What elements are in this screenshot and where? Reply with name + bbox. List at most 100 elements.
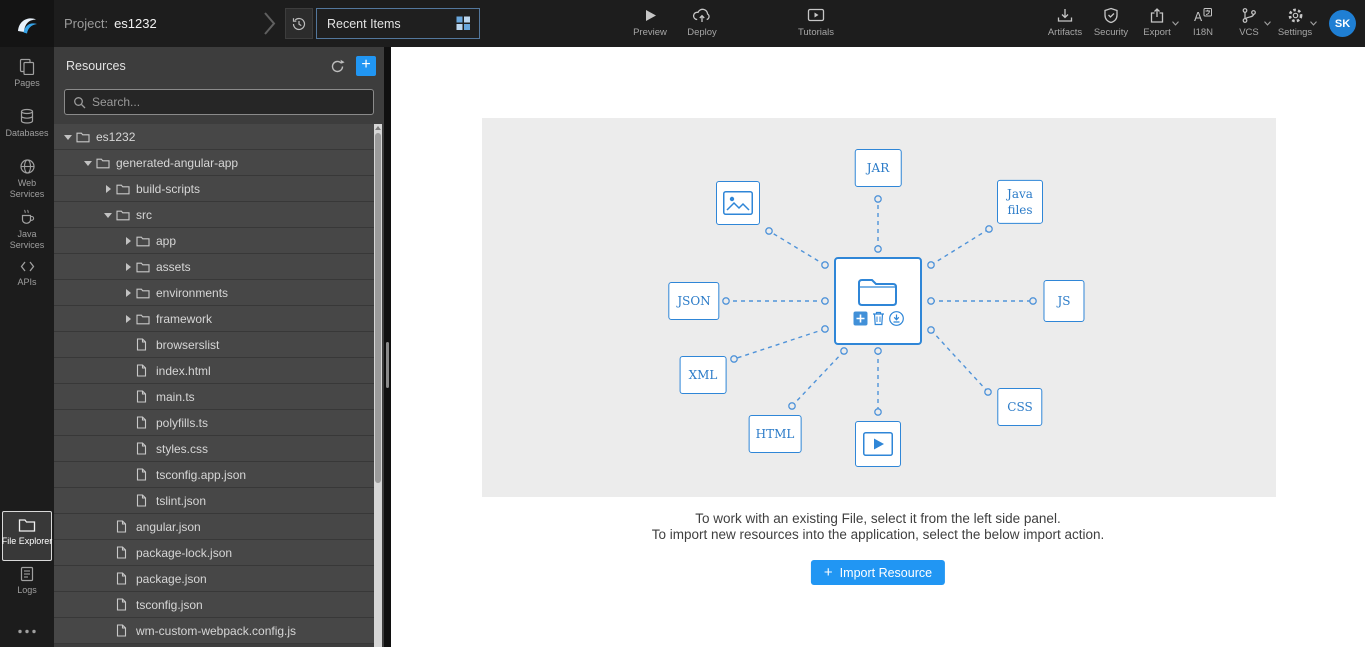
tree-item-label: main.ts — [156, 389, 195, 404]
tree-row[interactable]: package-lock.json — [54, 540, 374, 566]
tree-row[interactable]: framework — [54, 306, 374, 332]
vcs-button[interactable]: VCS — [1226, 0, 1272, 47]
expand-arrow-icon[interactable] — [122, 280, 136, 306]
resources-panel: Resources + es1232generated-angular-appb… — [54, 47, 384, 647]
top-bar: Project: es1232 Recent Items P — [0, 0, 1365, 47]
divider-grip[interactable] — [386, 342, 389, 388]
expand-arrow-icon[interactable] — [122, 306, 136, 332]
tree-item-label: assets — [156, 259, 191, 274]
tree-row[interactable]: tslint.json — [54, 488, 374, 514]
tree-row[interactable]: package.json — [54, 566, 374, 592]
artifacts-button[interactable]: Artifacts — [1042, 0, 1088, 47]
recent-history-button[interactable] — [285, 8, 313, 39]
grid-view-icon[interactable] — [456, 16, 471, 31]
tutorials-button[interactable]: Tutorials — [790, 0, 842, 47]
tree-row[interactable]: tsconfig.json — [54, 592, 374, 618]
settings-button[interactable]: Settings — [1272, 0, 1318, 47]
project-expand-chevron-icon[interactable] — [263, 11, 276, 41]
collapse-arrow-icon[interactable] — [102, 202, 116, 228]
i18n-label: I18N — [1192, 27, 1214, 38]
vcs-caret-icon[interactable] — [1264, 13, 1271, 31]
panel-resize-divider[interactable] — [384, 47, 391, 647]
expand-arrow-icon[interactable] — [102, 176, 116, 202]
tree-row[interactable]: generated-angular-app — [54, 150, 374, 176]
expand-arrow-icon[interactable] — [122, 228, 136, 254]
tree-row[interactable]: environments — [54, 280, 374, 306]
cloud-upload-icon — [692, 8, 710, 22]
sidebar-item-web-services[interactable]: Web Services — [0, 153, 54, 204]
folder-icon — [136, 287, 153, 299]
file-icon — [116, 520, 133, 533]
tree-row[interactable]: wm-custom-webpack.config.js — [54, 618, 374, 644]
sidebar-item-logs[interactable]: Logs — [0, 561, 54, 611]
translate-icon: A — [1194, 8, 1212, 24]
svg-text:A: A — [1194, 10, 1203, 24]
export-icon — [1150, 8, 1164, 23]
instructions: To work with an existing File, select it… — [391, 511, 1365, 543]
export-caret-icon[interactable] — [1172, 13, 1179, 31]
more-options-button[interactable] — [17, 621, 37, 639]
settings-caret-icon[interactable] — [1310, 13, 1317, 31]
arrow-spacer — [102, 618, 116, 644]
branch-icon — [1242, 8, 1256, 23]
collapse-arrow-icon[interactable] — [82, 150, 96, 176]
tree-row[interactable]: tsconfig.app.json — [54, 462, 374, 488]
scrollbar-up-arrow[interactable] — [375, 126, 381, 130]
export-button[interactable]: Export — [1134, 0, 1180, 47]
arrow-spacer — [122, 462, 136, 488]
download-icon — [888, 311, 904, 326]
scrollbar-thumb[interactable] — [375, 133, 381, 483]
tree-row[interactable]: app — [54, 228, 374, 254]
recent-items-dropdown[interactable]: Recent Items — [316, 8, 480, 39]
tree-row[interactable]: polyfills.ts — [54, 410, 374, 436]
tree-row[interactable]: index.html — [54, 358, 374, 384]
tree-row[interactable]: browserslist — [54, 332, 374, 358]
file-explorer-folder-icon — [18, 519, 36, 532]
sidebar-item-apis[interactable]: APIs — [0, 254, 54, 304]
search-input[interactable] — [92, 95, 365, 109]
expand-arrow-icon[interactable] — [122, 254, 136, 280]
sidebar-item-file-explorer[interactable]: File Explorer — [2, 511, 52, 561]
tree-item-label: src — [136, 207, 152, 222]
file-icon — [116, 572, 133, 585]
i18n-button[interactable]: A I18N — [1180, 0, 1226, 47]
add-resource-button[interactable]: + — [356, 56, 376, 76]
sidebar-item-label: Pages — [14, 78, 40, 88]
diagram-node-css: CSS — [997, 388, 1043, 426]
search-box — [64, 89, 374, 115]
tree-row[interactable]: src — [54, 202, 374, 228]
tree-scrollbar[interactable] — [374, 124, 382, 647]
tree-row[interactable]: assets — [54, 254, 374, 280]
folder-icon — [136, 313, 153, 325]
security-button[interactable]: Security — [1088, 0, 1134, 47]
tree-row[interactable]: es1232 — [54, 124, 374, 150]
export-label: Export — [1143, 27, 1171, 38]
deploy-label: Deploy — [687, 27, 717, 38]
tree-row[interactable]: build-scripts — [54, 176, 374, 202]
diagram-connector-lines — [722, 195, 1037, 416]
folder-icon — [96, 157, 113, 169]
sidebar-item-databases[interactable]: Databases — [0, 103, 54, 153]
tree-item-label: styles.css — [156, 441, 209, 456]
tree-row[interactable]: angular.json — [54, 514, 374, 540]
diagram-node-resources-folder — [834, 257, 922, 345]
arrow-spacer — [102, 592, 116, 618]
folder-icon — [116, 209, 133, 221]
import-resource-button[interactable]: + Import Resource — [810, 560, 946, 585]
folder-icon — [858, 279, 897, 306]
tree-row[interactable]: styles.css — [54, 436, 374, 462]
collapse-arrow-icon[interactable] — [62, 124, 76, 150]
preview-button[interactable]: Preview — [624, 0, 676, 47]
app-logo[interactable] — [0, 0, 54, 47]
sidebar-item-pages[interactable]: Pages — [0, 53, 54, 103]
artifacts-label: Artifacts — [1047, 27, 1083, 38]
refresh-button[interactable] — [328, 57, 346, 75]
video-icon — [863, 432, 893, 456]
file-icon — [116, 624, 133, 637]
tree-row[interactable]: main.ts — [54, 384, 374, 410]
tree-item-label: angular.json — [136, 519, 201, 534]
user-avatar[interactable]: SK — [1329, 10, 1356, 37]
deploy-button[interactable]: Deploy — [676, 0, 728, 47]
sidebar-item-java-services[interactable]: Java Services — [0, 204, 54, 255]
topbar-gap — [728, 0, 790, 47]
